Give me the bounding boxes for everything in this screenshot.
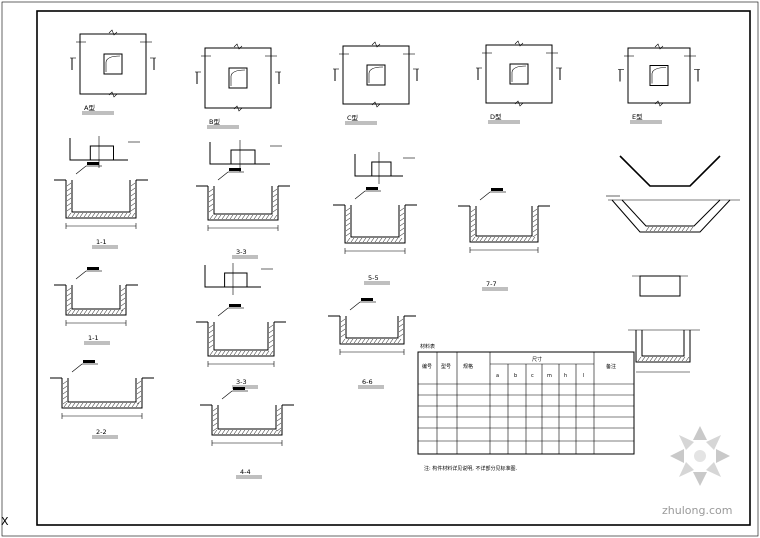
section-caption: 3-3 <box>236 378 247 386</box>
section-detail-9: 7-7 <box>458 188 550 291</box>
section-detail-7: 5-5 <box>333 187 417 285</box>
section-caption: 3-3 <box>236 248 247 256</box>
schedule-sub-a: a <box>496 373 499 379</box>
schedule-header-no: 编号 <box>422 363 432 370</box>
schedule-table: 材料表 编号 型号 规格 尺寸 备注 a b c m h l 注: 构件材料详见… <box>417 343 635 472</box>
plan-view-2: B型 <box>195 43 281 129</box>
section-details: 1-1 1-1 2-2 3-3 3-3 4-4 5-5 6-6 7-7 <box>50 136 740 479</box>
section-caption: 5-5 <box>368 274 379 282</box>
section-caption: 1-1 <box>96 238 107 246</box>
schedule-note: 注: 构件材料详见说明, 不详部分见标准图. <box>424 465 517 472</box>
section-caption: 4-4 <box>240 468 251 476</box>
curb-elevation-3 <box>354 152 415 184</box>
schedule-sub-b: b <box>514 373 517 379</box>
plan-caption: D型 <box>490 112 502 121</box>
schedule-sub-h: h <box>564 373 567 379</box>
inner-frame <box>36 10 751 526</box>
plan-view-1: A型 <box>70 29 156 115</box>
plan-view-3: C型 <box>333 41 419 125</box>
section-detail-2: 1-1 <box>54 267 138 345</box>
section-detail-5: 3-3 <box>196 304 286 389</box>
curb-elevation-1 <box>69 136 140 168</box>
watermark-text: zhulong.com <box>662 504 732 517</box>
plan-caption: E型 <box>632 112 643 121</box>
plan-caption: C型 <box>347 113 359 122</box>
curb-elevation-4 <box>204 263 273 295</box>
section-caption: 7-7 <box>486 280 497 288</box>
schedule-sub-l: l <box>583 373 584 379</box>
schedule-title: 材料表 <box>420 343 435 350</box>
plan-view-4: D型 <box>476 40 562 124</box>
schedule-sub-c: c <box>531 373 534 379</box>
curb-elevation-2 <box>209 140 282 172</box>
section-detail-4: 3-3 <box>196 168 290 259</box>
section-detail-3: 2-2 <box>50 360 154 439</box>
plan-caption: A型 <box>84 103 95 112</box>
drain-section <box>606 155 740 373</box>
section-caption: 1-1 <box>88 334 99 342</box>
corner-mark: X <box>1 515 9 528</box>
watermark-logo <box>670 426 730 486</box>
section-caption: 2-2 <box>96 428 107 436</box>
plan-view-5: E型 <box>618 43 700 124</box>
schedule-header-type: 型号 <box>441 363 451 370</box>
schedule-header-dims: 尺寸 <box>532 356 542 363</box>
schedule-header-spec: 规格 <box>463 363 473 370</box>
section-detail-6: 4-4 <box>200 387 294 479</box>
plan-caption: B型 <box>209 117 220 126</box>
plan-views: A型 B型 C型 D型 E型 <box>70 29 700 129</box>
section-caption: 6-6 <box>362 378 373 386</box>
section-detail-8: 6-6 <box>328 298 416 389</box>
schedule-sub-m: m <box>547 373 552 379</box>
section-detail-1: 1-1 <box>54 162 148 249</box>
schedule-header-remark: 备注 <box>606 363 616 370</box>
